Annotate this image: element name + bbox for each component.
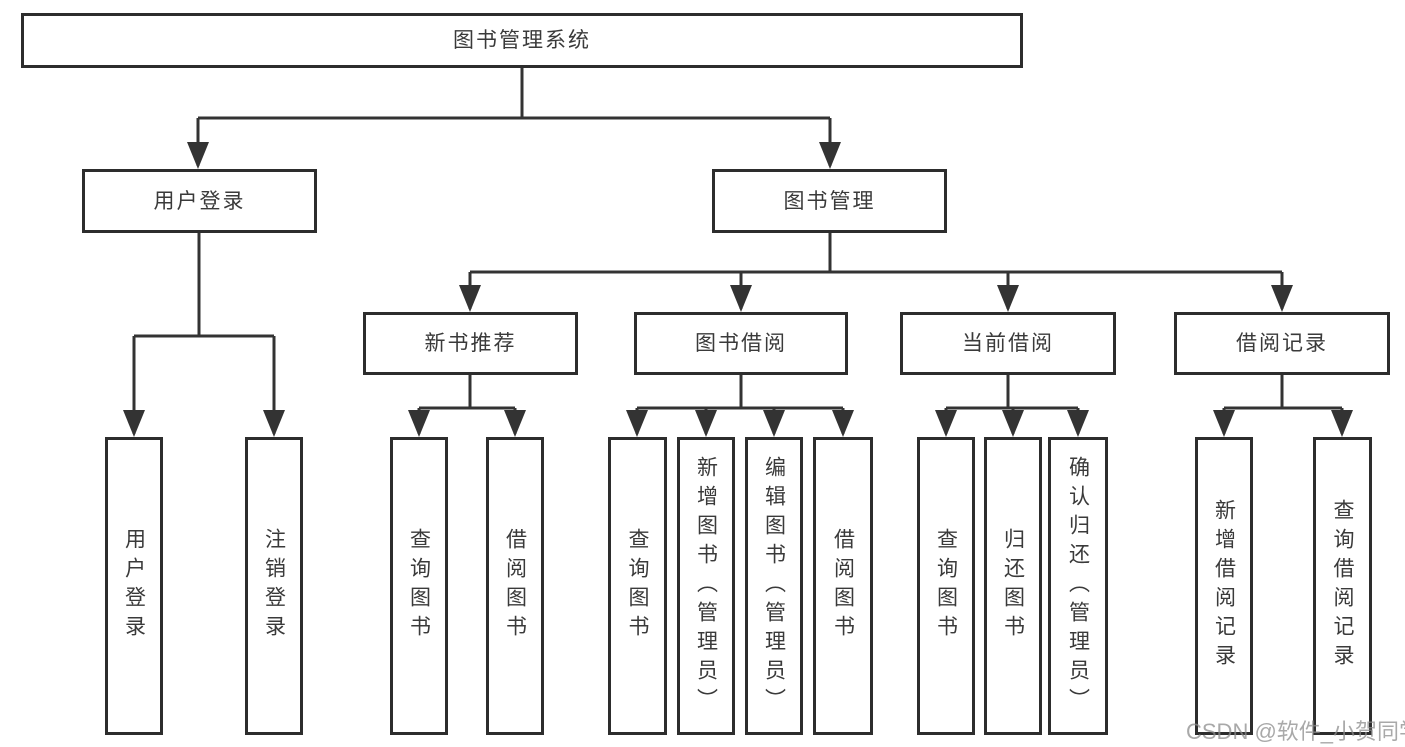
leaf-query-book-recommend: 查询图书 [390,437,448,735]
leaf-label: 查询借阅记录 [1331,499,1354,673]
node-new-book-recommend: 新书推荐 [363,312,578,375]
arrowhead-icon [1213,410,1235,437]
leaf-borrow-book-recommend: 借阅图书 [486,437,544,735]
arrowhead-icon [408,410,430,437]
arrowhead-icon [1002,410,1024,437]
arrowhead-icon [997,285,1019,312]
arrowhead-icon [730,285,752,312]
leaf-label: 借阅图书 [503,528,527,644]
leaf-borrow-book: 借阅图书 [813,437,873,735]
leaf-label: 查询图书 [407,528,431,644]
node-book-management: 图书管理 [712,169,947,233]
leaf-edit-book-admin: 编辑图书（管理员） [745,437,803,735]
arrowhead-icon [123,410,145,437]
arrowhead-icon [695,410,717,437]
arrowhead-icon [1271,285,1293,312]
leaf-label: 注销登录 [262,528,286,644]
arrowhead-icon [1067,410,1089,437]
leaf-query-book-borrow: 查询图书 [608,437,667,735]
node-current-borrow: 当前借阅 [900,312,1116,375]
leaf-user-login: 用户登录 [105,437,163,735]
leaf-label: 新增借阅记录 [1212,499,1236,673]
leaf-label: 确认归还（管理员） [1066,455,1090,717]
leaf-confirm-return-admin: 确认归还（管理员） [1048,437,1108,735]
node-user-login: 用户登录 [82,169,317,233]
arrowhead-icon [763,410,785,437]
node-root: 图书管理系统 [21,13,1023,68]
arrowhead-icon [263,410,285,437]
node-book-borrow: 图书借阅 [634,312,848,375]
arrowhead-icon [935,410,957,437]
arrowhead-icon [504,410,526,437]
node-borrow-records: 借阅记录 [1174,312,1390,375]
leaf-query-borrow-record: 查询借阅记录 [1313,437,1372,735]
leaf-query-book-current: 查询图书 [917,437,975,735]
arrowhead-icon [626,410,648,437]
leaf-return-book: 归还图书 [984,437,1042,735]
leaf-label: 归还图书 [1001,528,1025,644]
csdn-watermark: CSDN @软件_小贺同学 [1186,719,1405,744]
leaf-logout: 注销登录 [245,437,303,735]
leaf-label: 查询图书 [626,528,649,644]
leaf-label: 用户登录 [122,528,146,644]
arrowhead-icon [819,142,841,169]
arrowhead-icon [187,142,209,169]
leaf-label: 编辑图书（管理员） [762,455,786,717]
tree-edges [132,68,1344,434]
arrowhead-icon [832,410,854,437]
arrowhead-icon [1331,410,1353,437]
leaf-add-borrow-record: 新增借阅记录 [1195,437,1253,735]
leaf-label: 查询图书 [934,528,958,644]
leaf-add-book-admin: 新增图书（管理员） [677,437,735,735]
leaf-label: 新增图书（管理员） [694,455,718,717]
leaf-label: 借阅图书 [831,528,855,644]
arrowhead-icon [459,285,481,312]
